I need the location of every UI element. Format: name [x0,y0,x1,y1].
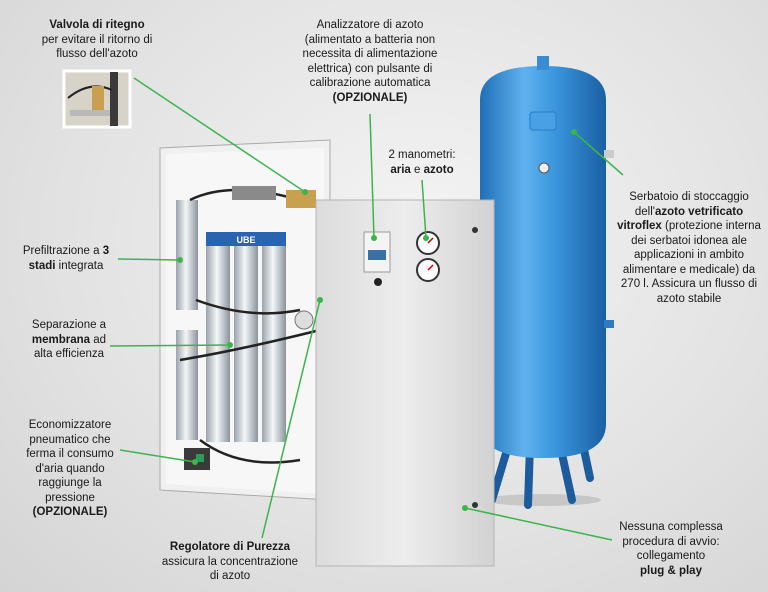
economizer-label: Economizzatore pneumatico che ferma il c… [18,418,122,520]
check-valve-title: Valvola di ritegno [49,19,145,31]
prefilter-bold: 3 stadi [28,245,110,272]
cabinet-door [315,199,495,567]
tank-label: Serbatoio di stoccaggio dell'azoto vetri… [614,190,764,306]
membrane-bold: membrana [31,333,91,346]
tank-bold: azoto vetrificato vitroflex [617,205,744,233]
filter-brand-label: UBE [236,235,255,245]
tank-desc-2: (protezione interna dei serbatoi idonea … [620,220,761,305]
startup-desc: Nessuna complessa procedura di avvio: co… [619,521,723,562]
startup-label: Nessuna complessa procedura di avvio: co… [606,520,736,578]
analyzer-optional: (OPZIONALE) [332,91,408,104]
check-valve-desc: per evitare il ritorno di flusso dell'az… [41,33,153,61]
regulator-desc: assicura la concentrazione di azoto [161,555,299,583]
prefilter-label: Prefiltrazione a 3 stadi integrata [14,244,118,273]
leader-dots [177,129,577,511]
check-valve-inset [62,69,132,129]
storage-tank [480,56,614,509]
gauges-nitrogen: azoto [423,163,454,176]
economizer-desc: Economizzatore pneumatico che ferma il c… [26,419,114,504]
analyzer-desc: Analizzatore di azoto (alimentato a batt… [302,19,438,89]
membrane-desc-1: Separazione a [31,319,107,331]
gauges-desc: 2 manometri: [388,149,456,161]
gauges-air: aria [390,163,411,176]
check-valve-label: Valvola di ritegno per evitare il ritorn… [32,18,162,62]
membrane-desc-2: ad alta efficienza [33,333,107,361]
prefilter-desc-2: integrata [55,259,104,272]
gauges-label: 2 manometri: aria e azoto [372,148,472,177]
prefilter-desc-1: Prefiltrazione a [22,245,103,257]
startup-bold: plug & play [640,564,702,577]
gauges-and: e [410,163,424,176]
regulator-bold: Regolatore di Purezza [169,541,291,553]
analyzer-label: Analizzatore di azoto (alimentato a batt… [300,18,440,105]
tank-desc-1: Serbatoio di stoccaggio dell' [629,191,749,218]
economizer-optional: (OPZIONALE) [32,506,108,518]
leader-lines [109,77,624,541]
regulator-label: Regolatore di Purezza assicura la concen… [160,540,300,584]
membrane-label: Separazione a membrana ad alta efficienz… [26,318,112,362]
